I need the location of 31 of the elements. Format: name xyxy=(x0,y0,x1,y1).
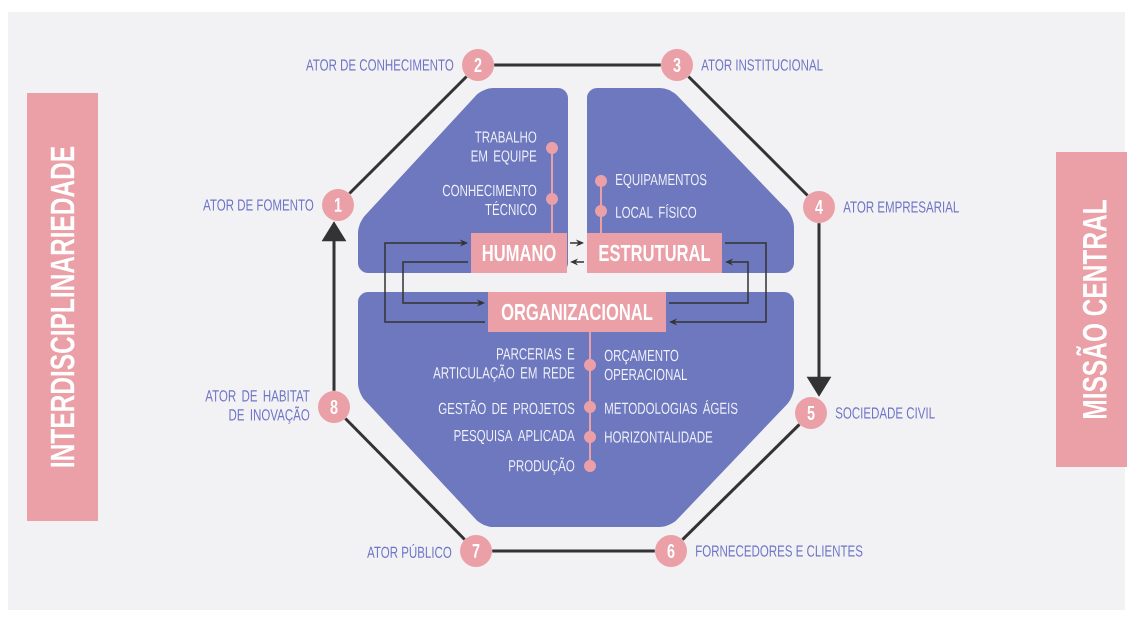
item-label: TRABALHO EM EQUIPE xyxy=(471,131,537,165)
item-label: PARCERIAS E ARTICULAÇÃO EM REDE xyxy=(433,348,575,382)
arrow xyxy=(384,239,486,323)
connector-line xyxy=(681,423,801,541)
category-box: HUMANO xyxy=(471,233,567,273)
connector-line xyxy=(687,75,809,197)
connector-line xyxy=(348,75,468,195)
actor-label: ATOR EMPRESARIAL xyxy=(843,201,959,213)
item-label: GESTÃO DE PROJETOS xyxy=(438,399,575,415)
connector-line xyxy=(492,549,655,553)
connector-line xyxy=(344,417,466,541)
actor-label: ATOR DE FOMENTO xyxy=(203,199,314,211)
category-box: ESTRUTURAL xyxy=(587,233,722,273)
item-label: ORÇAMENTO OPERACIONAL xyxy=(604,349,688,381)
actor-label: ATOR DE HABITAT DE INOVAÇÃO xyxy=(205,390,310,424)
actor-label: FORNECEDORES E CLIENTES xyxy=(696,545,863,557)
actor-label: ATOR PÚBLICO xyxy=(367,543,452,558)
item-label: PRODUÇÃO xyxy=(509,457,575,475)
category-box: ORGANIZACIONAL xyxy=(488,292,666,332)
actor-label: ATOR DE CONHECIMENTO xyxy=(305,59,454,71)
item-label: HORIZONTALIDADE xyxy=(605,431,713,443)
item-label: CONHECIMENTO TÉCNICO xyxy=(442,184,537,216)
title-band: INTERDISCIPLINARIEDADE xyxy=(27,93,98,521)
actor-label: SOCIEDADE CIVIL xyxy=(835,407,935,419)
item-label: EQUIPAMENTOS xyxy=(616,173,707,189)
connector-line xyxy=(494,63,661,67)
item-label: METODOLOGIAS ÁGEIS xyxy=(605,399,738,414)
title-band: MISSÃO CENTRAL xyxy=(1056,152,1127,467)
actor-label: ATOR INSTITUCIONAL xyxy=(701,59,823,71)
item-label: PESQUISA APLICADA xyxy=(454,429,575,445)
item-label: LOCAL FÍSICO xyxy=(616,203,697,218)
